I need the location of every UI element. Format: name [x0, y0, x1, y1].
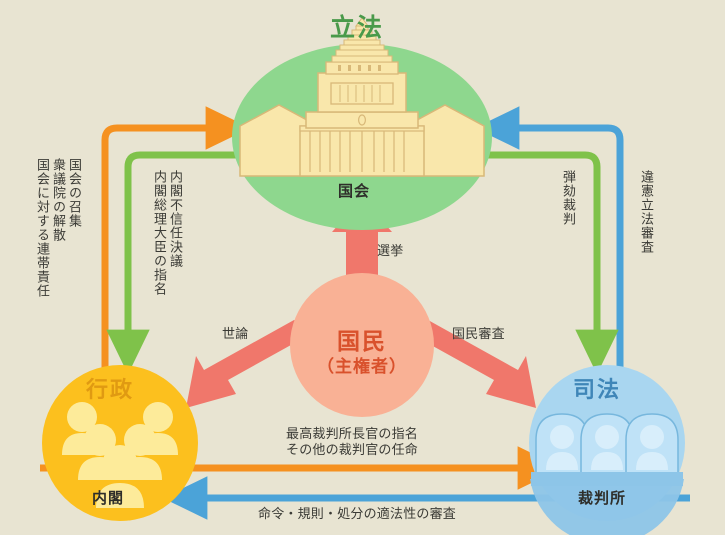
- label-people-to-judiciary: 国民審査: [452, 327, 505, 342]
- legislative-node[interactable]: [232, 17, 492, 230]
- label-judiciary-to-legislative: 違憲立法審査: [638, 170, 653, 254]
- executive-node-label: 内閣: [92, 489, 125, 507]
- label-exec-to-legislative-2: 衆議院の解散: [50, 158, 65, 242]
- people-label: 国民: [337, 329, 387, 355]
- label-legislative-to-exec-1: 内閣不信任決議: [167, 170, 182, 268]
- label-legislative-to-exec-2: 内閣総理大臣の指名: [151, 170, 166, 296]
- people-sublabel: （主権者）: [317, 357, 407, 377]
- judiciary-node-label: 裁判所: [578, 489, 627, 507]
- connector-exec-to-legislative: [101, 106, 251, 395]
- judiciary-node[interactable]: [529, 365, 685, 535]
- executive-node[interactable]: [42, 365, 198, 521]
- label-legislative-to-judiciary: 弾劾裁判: [560, 170, 575, 226]
- label-exec-to-legislative-3: 国会に対する連帯責任: [34, 158, 49, 298]
- legislative-title: 立法: [330, 13, 385, 42]
- label-exec-to-judiciary-2: その他の裁判官の任命: [286, 443, 419, 458]
- executive-title: 行政: [86, 378, 135, 403]
- label-judiciary-to-exec: 命令・規則・処分の適法性の審査: [258, 507, 457, 522]
- label-exec-to-judiciary-1: 最高裁判所長官の指名: [286, 427, 419, 442]
- connector-judiciary-to-legislative: [474, 106, 624, 395]
- label-exec-to-legislative-1: 国会の召集: [66, 158, 81, 228]
- arrow-people-to-judiciary: [404, 320, 536, 408]
- connector-legislative-to-judiciary: [482, 151, 619, 375]
- label-people-to-legislative: 選挙: [377, 244, 404, 259]
- judge-figures: [535, 413, 679, 479]
- legislative-node-label: 国会: [338, 182, 371, 200]
- connector-legislative-to-exec: [106, 151, 243, 375]
- arrow-people-to-executive: [186, 320, 318, 408]
- label-people-to-executive: 世論: [222, 327, 249, 342]
- cabinet-figures: [62, 402, 178, 508]
- judiciary-title: 司法: [573, 378, 622, 403]
- people-circle: [290, 273, 434, 417]
